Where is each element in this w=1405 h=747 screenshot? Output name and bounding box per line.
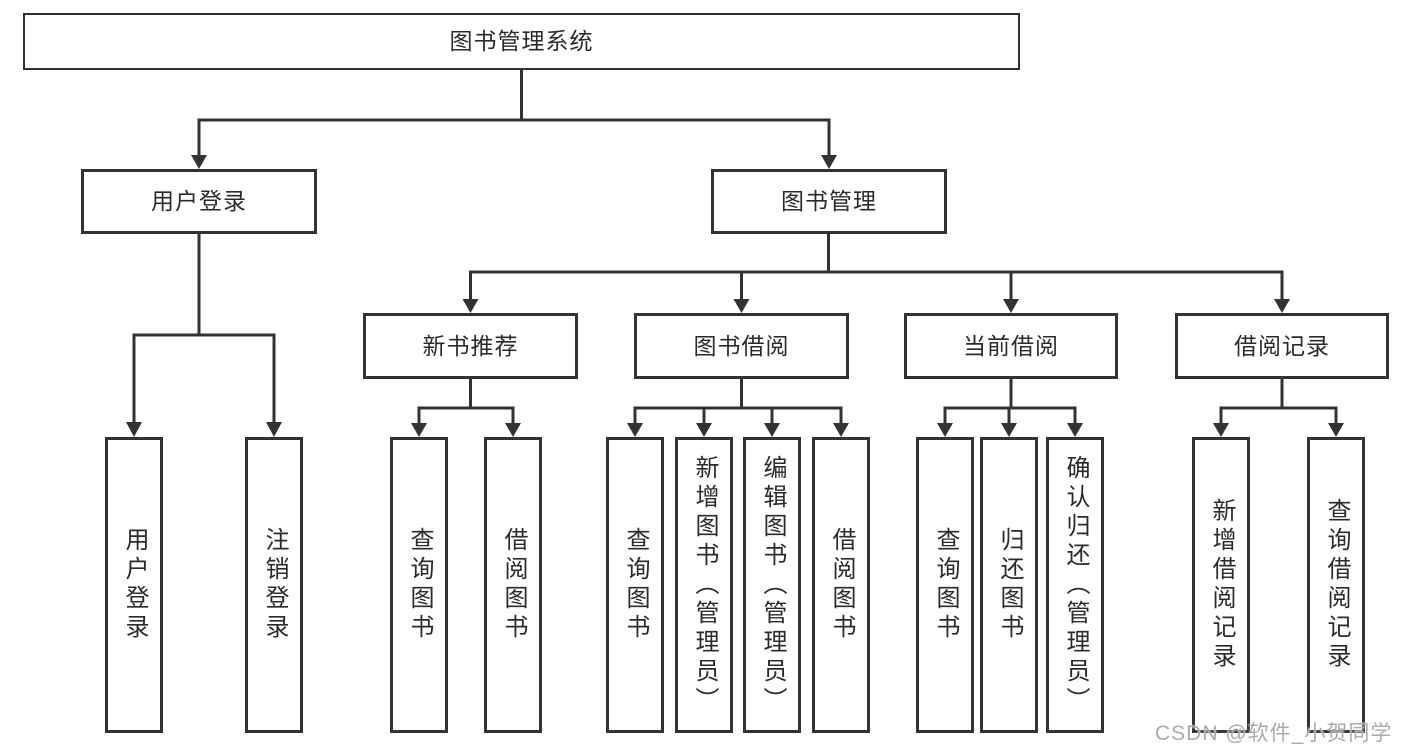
node-label: 查询图书 bbox=[932, 527, 959, 643]
leaf-return-book: 归还图书 bbox=[980, 437, 1038, 733]
leaf-query-books-current: 查询图书 bbox=[916, 437, 974, 733]
connector-new-book-recommend-to-leaves bbox=[411, 379, 521, 437]
node-borrow-records: 借阅记录 bbox=[1175, 313, 1389, 379]
leaf-confirm-return-admin: 确认归还（管理员） bbox=[1046, 437, 1104, 733]
node-label: 新增借阅记录 bbox=[1208, 498, 1235, 672]
node-label: 归还图书 bbox=[996, 527, 1023, 643]
node-label: 用户登录 bbox=[151, 188, 247, 214]
node-root-system: 图书管理系统 bbox=[23, 13, 1020, 70]
node-label: 借阅图书 bbox=[500, 527, 527, 643]
node-label: 借阅记录 bbox=[1234, 332, 1330, 359]
node-label: 查询借阅记录 bbox=[1323, 498, 1350, 672]
leaf-query-borrow-record: 查询借阅记录 bbox=[1307, 437, 1365, 733]
node-book-borrow: 图书借阅 bbox=[634, 313, 849, 379]
leaf-borrow-books: 借阅图书 bbox=[812, 437, 870, 733]
node-label: 新增图书（管理员） bbox=[691, 454, 718, 716]
node-label: 确认归还（管理员） bbox=[1062, 454, 1089, 716]
node-label: 借阅图书 bbox=[828, 527, 855, 643]
node-label: 用户登录 bbox=[121, 527, 148, 643]
leaf-edit-book-admin: 编辑图书（管理员） bbox=[743, 437, 801, 733]
node-label: 新书推荐 bbox=[422, 332, 519, 359]
node-label: 查询图书 bbox=[406, 527, 433, 643]
connector-book-management-to-level3 bbox=[462, 234, 1290, 313]
node-label: 图书借阅 bbox=[693, 332, 790, 359]
leaf-logout: 注销登录 bbox=[245, 437, 303, 733]
connector-borrow-records-to-leaves bbox=[1213, 379, 1344, 437]
node-label: 图书管理 bbox=[781, 188, 877, 214]
connector-current-borrow-to-leaves bbox=[937, 379, 1083, 437]
node-book-management: 图书管理 bbox=[711, 169, 947, 234]
leaf-add-borrow-record: 新增借阅记录 bbox=[1192, 437, 1250, 733]
leaf-user-login: 用户登录 bbox=[105, 437, 163, 733]
node-label: 查询图书 bbox=[622, 527, 649, 643]
leaf-add-book-admin: 新增图书（管理员） bbox=[675, 437, 733, 733]
node-label: 图书管理系统 bbox=[449, 28, 594, 54]
connector-user-login-to-leaves bbox=[126, 234, 282, 437]
node-current-borrow: 当前借阅 bbox=[904, 313, 1118, 379]
leaf-query-books-recommend: 查询图书 bbox=[390, 437, 448, 733]
connector-book-borrow-to-leaves bbox=[627, 379, 849, 437]
node-label: 注销登录 bbox=[261, 527, 288, 643]
csdn-watermark: CSDN @软件_小贺同学 bbox=[1155, 722, 1393, 745]
node-label: 编辑图书（管理员） bbox=[759, 454, 786, 716]
connector-root-to-level2 bbox=[191, 70, 837, 169]
leaf-query-books-borrow: 查询图书 bbox=[606, 437, 664, 733]
node-new-book-recommend: 新书推荐 bbox=[363, 313, 578, 379]
node-label: 当前借阅 bbox=[963, 332, 1059, 359]
leaf-borrow-books-recommend: 借阅图书 bbox=[484, 437, 542, 733]
node-user-login: 用户登录 bbox=[81, 169, 317, 234]
